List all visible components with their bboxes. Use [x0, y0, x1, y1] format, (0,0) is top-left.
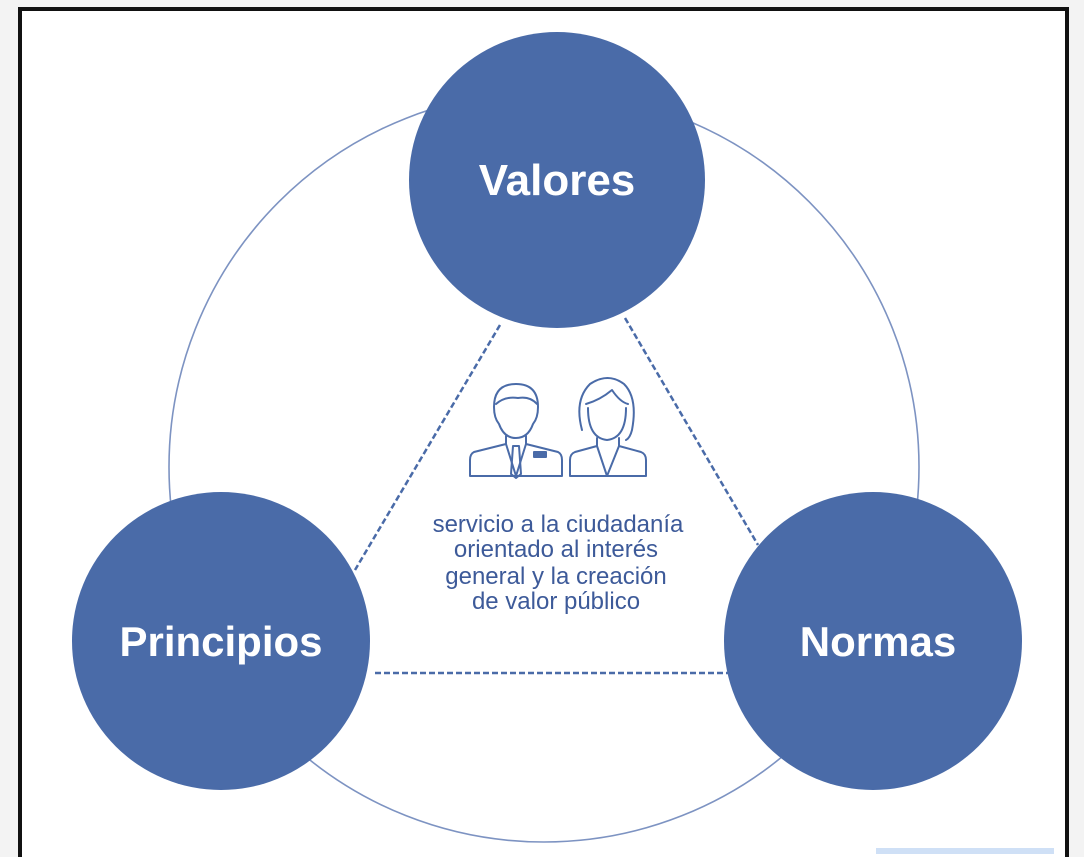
center-text-line-4: de valor público: [472, 588, 640, 615]
node-valores: Valores: [409, 32, 705, 328]
center-text-line-1: servicio a la ciudadanía: [433, 511, 684, 538]
triangle-edge-left: [353, 324, 502, 571]
node-principios: Principios: [72, 492, 370, 790]
node-principios-circle: [72, 492, 370, 790]
node-normas: Normas: [724, 492, 1022, 790]
node-principios-label: Principios: [119, 618, 322, 665]
man-in-suit-icon: [469, 383, 563, 479]
corner-accent-bar: [876, 848, 1054, 854]
node-valores-circle: [409, 32, 705, 328]
center-text-line-2: orientado al interés: [454, 536, 658, 563]
triangle-edge-right: [623, 317, 760, 546]
center-text-line-3: general y la creación: [445, 563, 666, 590]
node-normas-label: Normas: [800, 618, 956, 665]
node-valores-label: Valores: [479, 156, 636, 205]
dashed-triangle: [353, 317, 760, 675]
node-normas-circle: [724, 492, 1022, 790]
woman-icon: [569, 377, 647, 477]
